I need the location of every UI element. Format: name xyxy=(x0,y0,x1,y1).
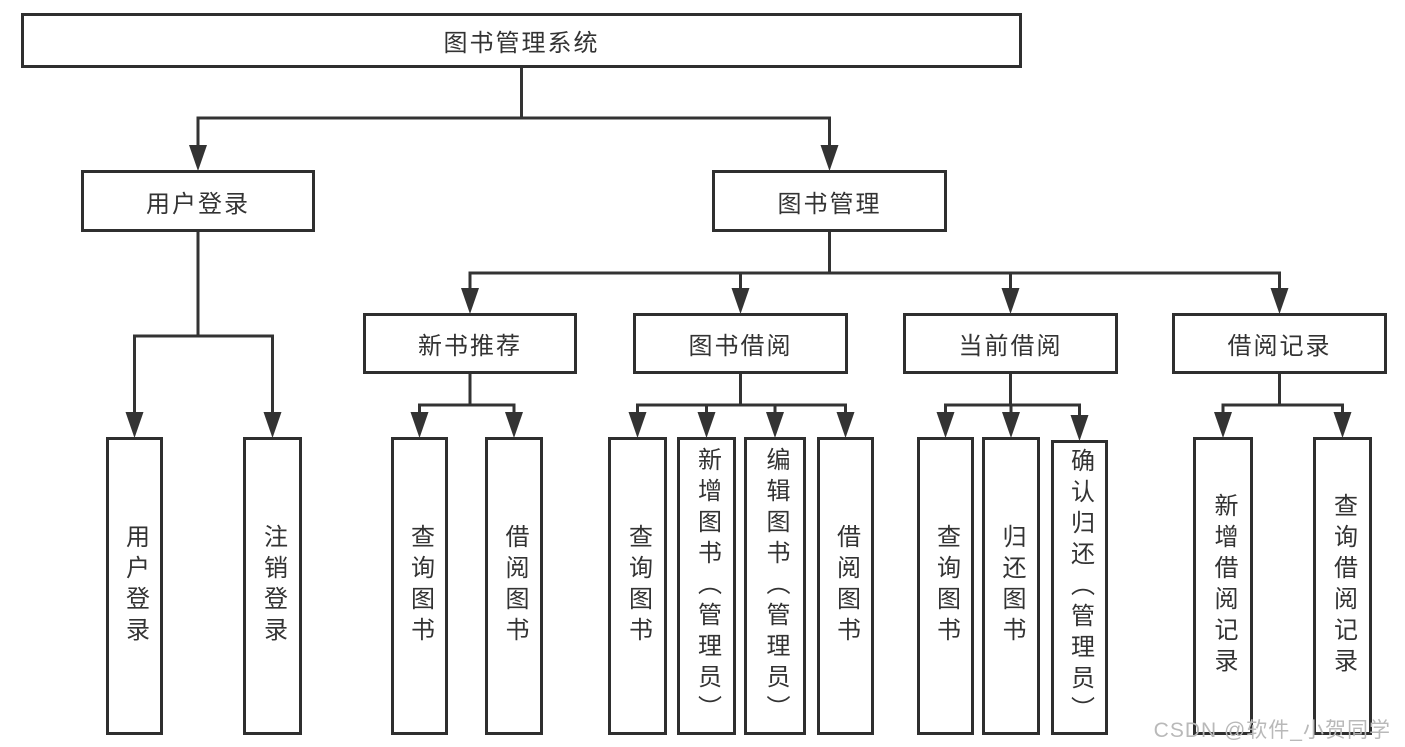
node-current-borrow: 当前借阅 xyxy=(903,313,1118,374)
node-borrow-records: 借阅记录 xyxy=(1172,313,1387,374)
node-leaf-bb-query: 查询图书 xyxy=(608,437,667,735)
node-root: 图书管理系统 xyxy=(21,13,1022,68)
node-leaf-ul-logout: 注销登录 xyxy=(243,437,302,735)
node-leaf-bb-add: 新增图书（管理员） xyxy=(677,437,736,735)
node-leaf-br-query: 查询借阅记录 xyxy=(1313,437,1372,735)
node-leaf-br-add: 新增借阅记录 xyxy=(1193,437,1253,735)
node-leaf-bb-lend: 借阅图书 xyxy=(817,437,874,735)
node-book-borrow: 图书借阅 xyxy=(633,313,848,374)
node-book-mgmt: 图书管理 xyxy=(712,170,947,232)
node-leaf-ul-login: 用户登录 xyxy=(106,437,163,735)
node-leaf-cb-confirm: 确认归还（管理员） xyxy=(1051,440,1108,735)
node-leaf-cb-return: 归还图书 xyxy=(982,437,1040,735)
node-leaf-nb-borrow: 借阅图书 xyxy=(485,437,543,735)
node-user-login: 用户登录 xyxy=(81,170,315,232)
node-leaf-cb-query: 查询图书 xyxy=(917,437,974,735)
csdn-watermark: CSDN @软件_小贺同学 xyxy=(1153,719,1391,742)
node-new-book-rec: 新书推荐 xyxy=(363,313,577,374)
node-leaf-bb-edit: 编辑图书（管理员） xyxy=(744,437,806,735)
node-leaf-nb-query: 查询图书 xyxy=(391,437,448,735)
